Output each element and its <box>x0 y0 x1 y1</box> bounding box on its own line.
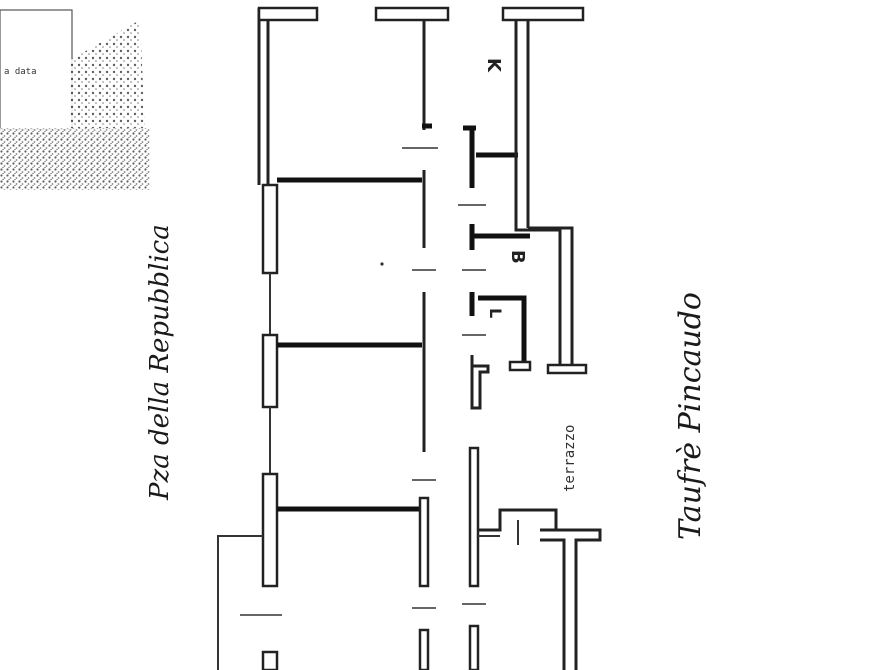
right-block-walls <box>514 20 588 375</box>
partition-walls <box>277 177 422 512</box>
lower-right-walls <box>478 508 602 670</box>
square-name-label: Pza della Repubblica <box>145 224 175 501</box>
top-wall-segment <box>374 6 450 22</box>
room-label-l: L <box>486 308 505 318</box>
hatched-area <box>0 9 150 190</box>
terrace-label: terrazzo <box>562 425 578 492</box>
top-wall-segment-right <box>501 6 585 22</box>
facade-wall <box>217 6 319 670</box>
corridor-left-wall <box>402 20 438 670</box>
street-name-label: Taufrè Pincaudo <box>673 292 708 540</box>
corridor-right-wall <box>458 125 532 670</box>
plan-mark <box>380 262 384 266</box>
room-label-k: K <box>483 58 504 73</box>
legend-fragment: a data <box>4 67 37 77</box>
room-label-b: B <box>507 250 528 264</box>
